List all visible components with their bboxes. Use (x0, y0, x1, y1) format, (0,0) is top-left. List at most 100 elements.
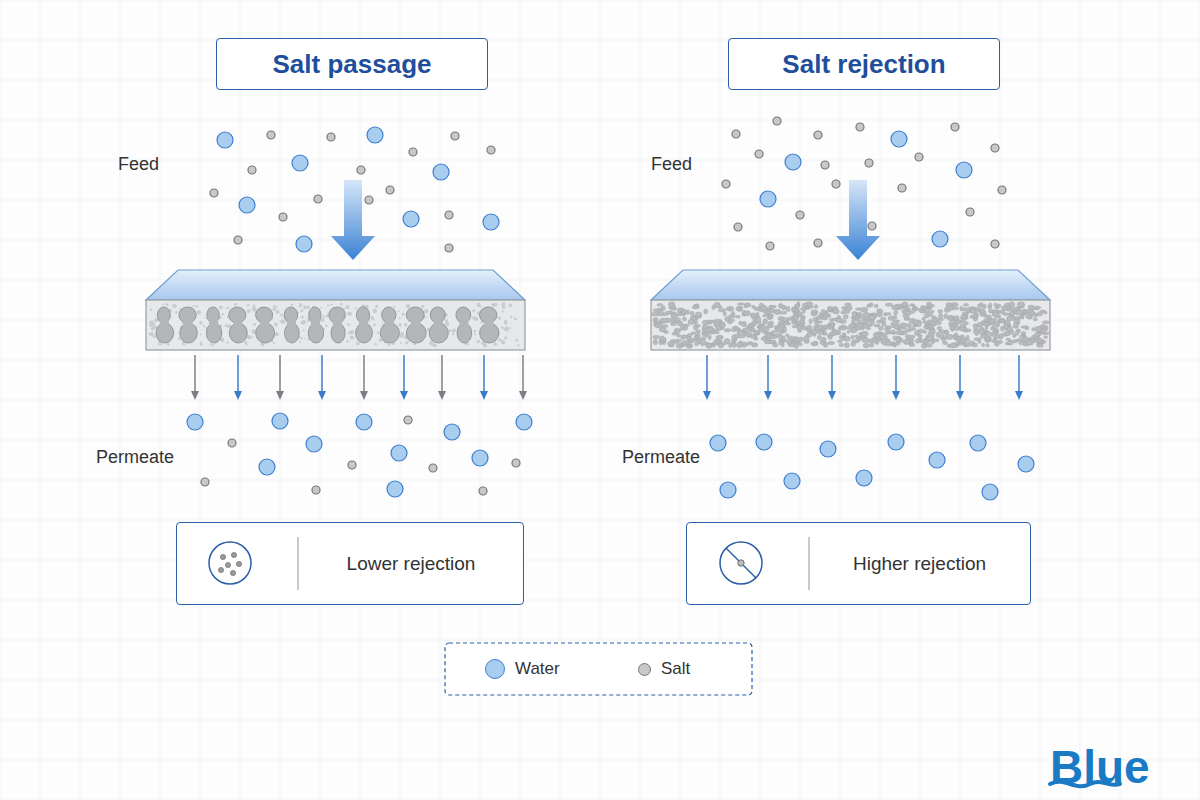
salt-ion (327, 133, 335, 141)
membrane-pore (895, 331, 901, 334)
membrane-pore (769, 305, 772, 309)
icon-dot (218, 567, 223, 572)
membrane-pore (990, 333, 995, 336)
membrane-speckle (253, 323, 256, 326)
membrane-pore (712, 331, 719, 333)
salt-ion (445, 244, 453, 252)
membrane-pore (744, 311, 750, 316)
arrow-shaft (441, 355, 443, 392)
water-molecule (403, 211, 419, 227)
arrow-head (764, 391, 772, 400)
salt-ion (821, 161, 829, 169)
membrane-pore (811, 312, 816, 316)
membrane-pore (858, 316, 863, 319)
membrane-pore (794, 309, 799, 312)
membrane-pore (966, 310, 970, 313)
arrow-shaft (895, 355, 897, 392)
membrane-speckle (331, 304, 333, 306)
stream-label: Feed (118, 153, 159, 175)
membrane-speckle (509, 303, 513, 307)
membrane-speckle (273, 305, 275, 307)
membrane-pore (945, 307, 950, 310)
membrane-speckle (474, 333, 476, 335)
salt-ion (998, 186, 1006, 194)
membrane-speckle (300, 337, 302, 339)
stream-label: Permeate (622, 446, 700, 468)
membrane-speckle (158, 343, 161, 346)
water-molecule (856, 470, 872, 486)
membrane-speckle (291, 303, 294, 306)
water-molecule (932, 231, 948, 247)
membrane-pore (938, 310, 943, 314)
salt-ion (814, 131, 822, 139)
membrane-pore (986, 344, 989, 348)
membrane-speckle (509, 327, 511, 329)
salt-ion (234, 236, 242, 244)
salt-ions (201, 416, 520, 495)
membrane-pore (823, 325, 828, 329)
membrane-pore (713, 319, 720, 323)
membrane-pore (950, 316, 954, 320)
membrane-speckle (504, 336, 507, 339)
legend-swatch (638, 663, 651, 676)
permeate-arrow (764, 355, 772, 400)
salt-ion (429, 464, 437, 472)
arrow-head (276, 391, 284, 400)
membrane-pore (714, 302, 720, 307)
arrow-head (234, 391, 242, 400)
membrane-pore (923, 321, 930, 324)
membrane-pore (851, 341, 856, 346)
membrane-speckle (323, 316, 325, 318)
membrane-speckle (452, 333, 455, 336)
membrane-speckle (476, 303, 480, 307)
arrow-head (828, 391, 836, 400)
result-text: Higher rejection (853, 553, 986, 575)
membrane-pore (695, 341, 699, 346)
membrane-pore (768, 315, 772, 318)
salt-ion (991, 240, 999, 248)
salt-ion (865, 159, 873, 167)
membrane-pore (955, 333, 958, 338)
membrane-speckle (196, 325, 198, 327)
membrane-pore (722, 342, 727, 345)
grid-line (0, 480, 1200, 481)
membrane-pore (1038, 312, 1043, 316)
membrane-pore (963, 304, 968, 307)
membrane-pore (675, 329, 679, 334)
membrane-pore (946, 334, 953, 339)
membrane-speckle (388, 344, 391, 347)
membrane-pore (797, 312, 802, 316)
membrane-pore (682, 317, 686, 321)
membrane-pore (896, 304, 899, 309)
membrane-pore (991, 340, 998, 343)
membrane-speckle (498, 316, 501, 319)
membrane-pore (1020, 315, 1024, 319)
water-molecule (956, 162, 972, 178)
membrane-pore (983, 323, 990, 326)
salt-ion (732, 130, 740, 138)
membrane-pore (759, 303, 764, 307)
membrane-pore (927, 336, 933, 341)
membrane-pore (385, 315, 394, 333)
membrane-speckle (178, 337, 181, 340)
membrane-pore (881, 317, 886, 322)
arrow-head (703, 391, 711, 400)
membrane-pore (783, 326, 786, 331)
salt-ion (991, 144, 999, 152)
membrane-pore (822, 337, 826, 342)
salt-ion (451, 132, 459, 140)
membrane-pore (1033, 317, 1037, 321)
membrane-speckle (253, 308, 257, 312)
water-molecule (387, 481, 403, 497)
panel-title: Salt passage (273, 49, 432, 80)
membrane-pore (700, 337, 705, 341)
membrane-pore (811, 330, 818, 335)
membrane-speckle (405, 342, 408, 345)
membrane-pore (1026, 340, 1032, 345)
water-molecule (760, 191, 776, 207)
membrane-pore (896, 337, 900, 342)
membrane-pore (691, 332, 696, 335)
membrane-pore (688, 319, 694, 324)
membrane-pore (665, 311, 672, 314)
salt-ion (868, 222, 876, 230)
